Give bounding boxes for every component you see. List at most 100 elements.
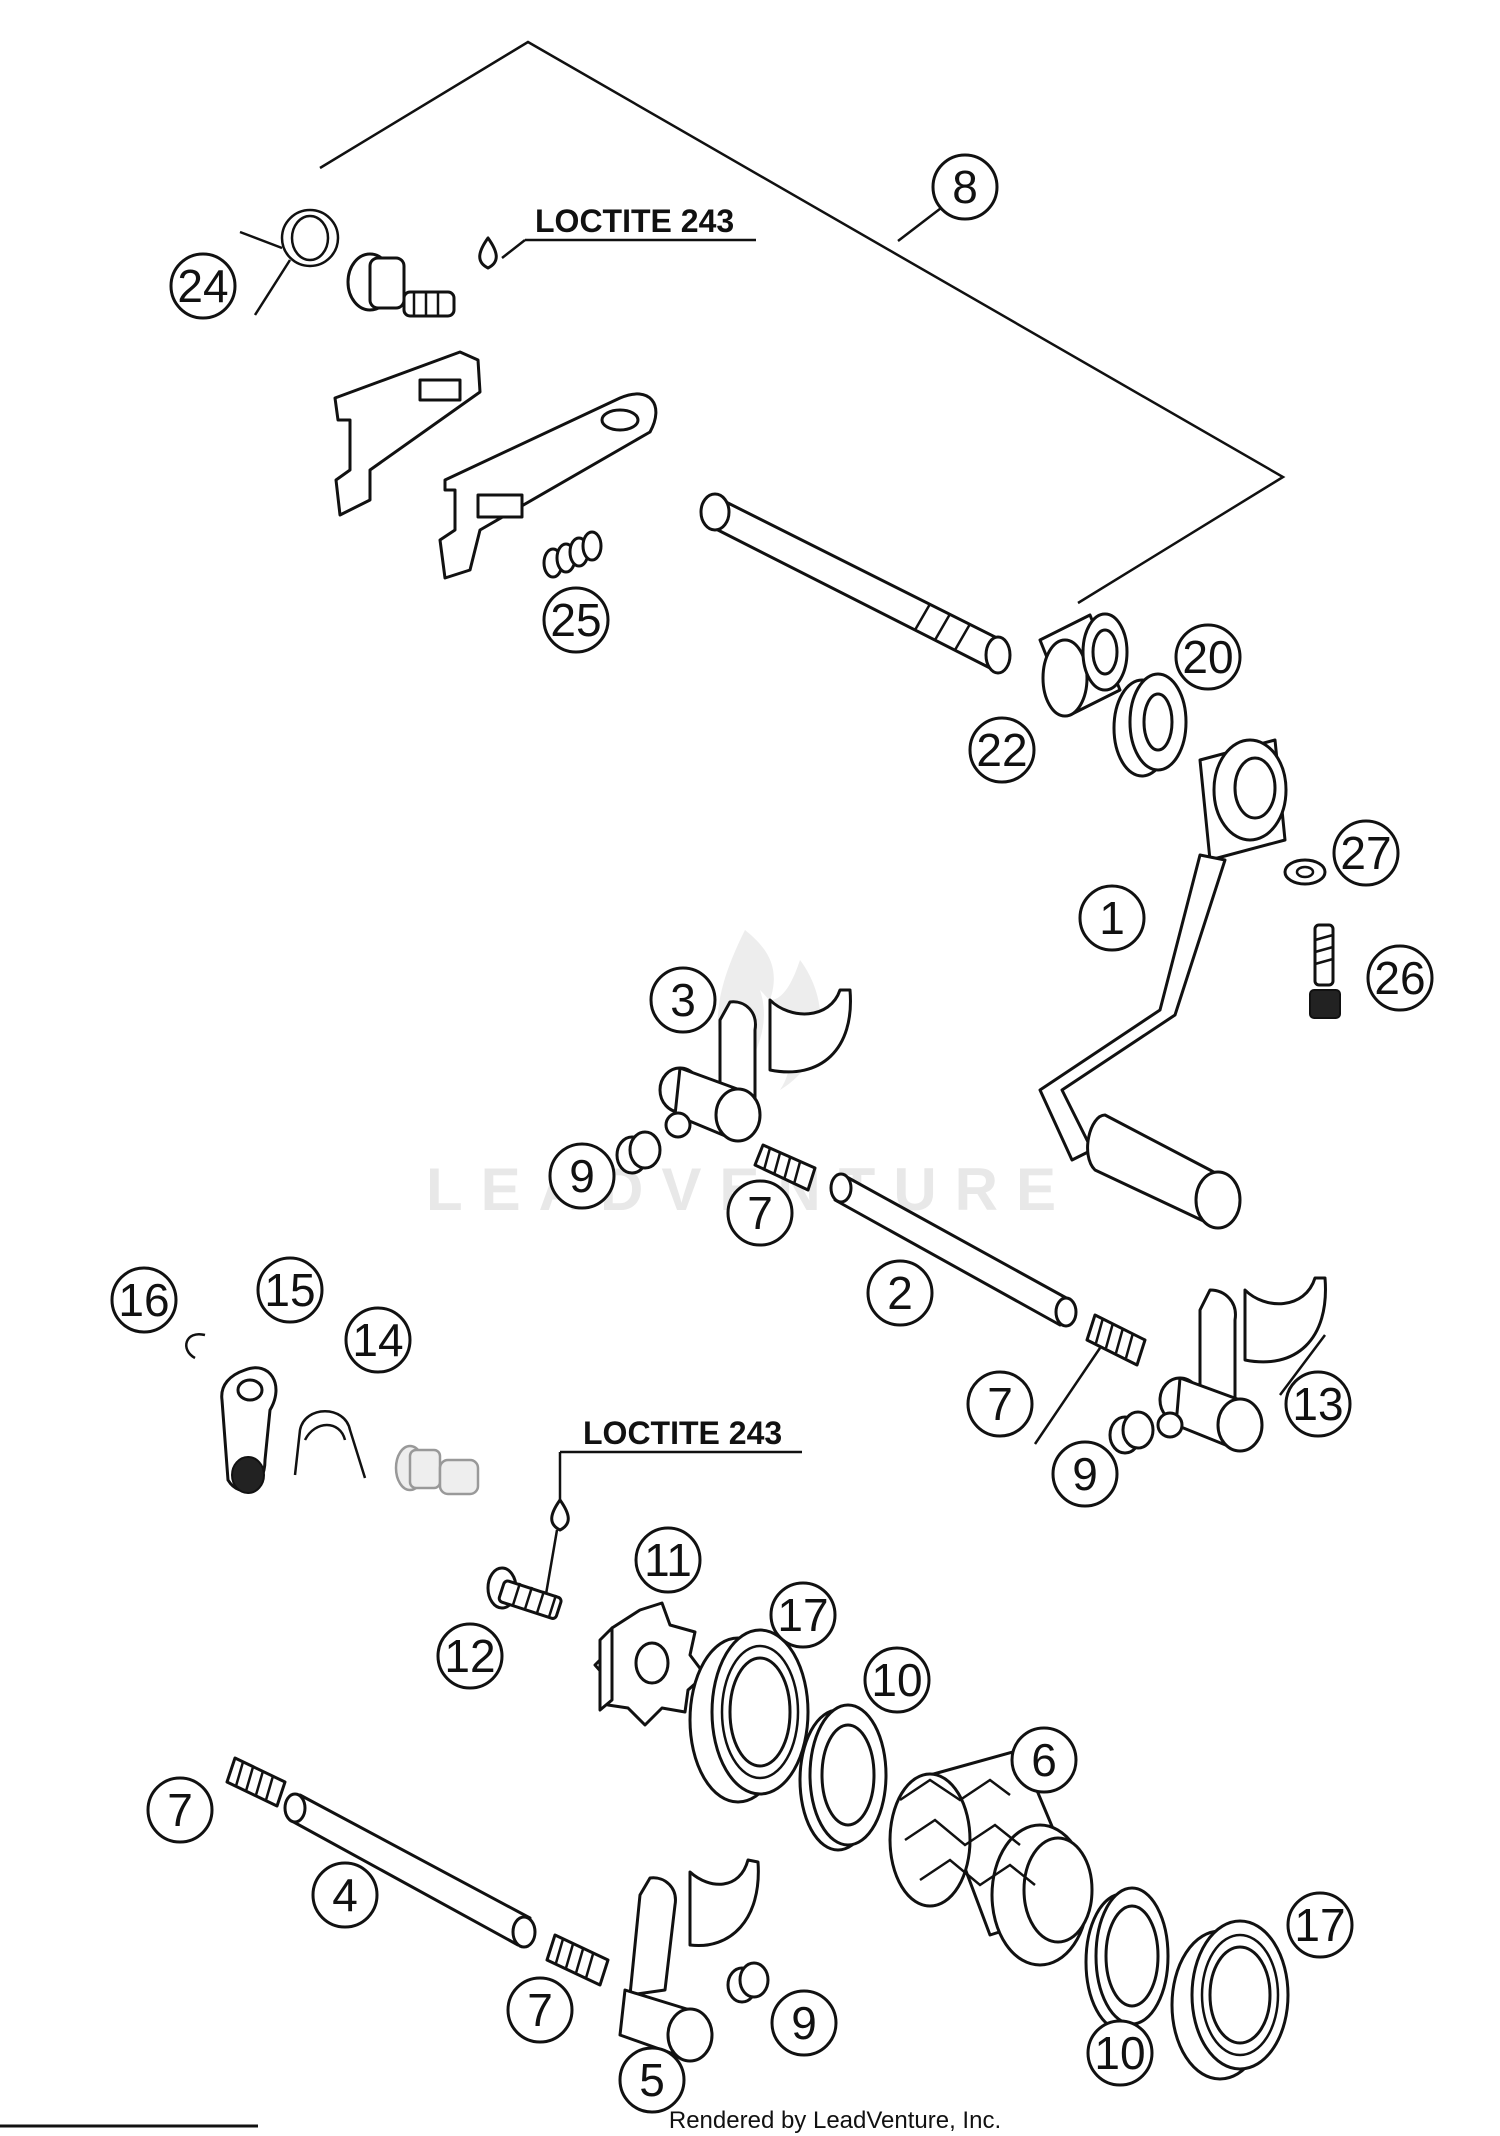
callout-c26: 26 — [1366, 944, 1434, 1012]
shift-plate-rear — [333, 350, 482, 517]
callout-c10b: 10 — [1086, 2019, 1154, 2087]
callout-c12: 12 — [436, 1622, 504, 1690]
callout-number: 7 — [987, 1378, 1013, 1430]
roller-right-part — [1108, 1410, 1155, 1455]
spring-mid-part — [1085, 1313, 1147, 1367]
callout-circle — [169, 252, 237, 320]
thrust-washer-upper-part — [798, 1703, 888, 1852]
spring-lower-part — [545, 1933, 610, 1987]
callout-circle — [110, 1266, 178, 1334]
shift-fork-upper-part — [658, 988, 852, 1143]
callout-c25: 25 — [542, 586, 610, 654]
fork-shaft-lower-part — [283, 1792, 537, 1949]
callout-number: 24 — [177, 260, 228, 312]
callout-c20: 20 — [1174, 623, 1242, 691]
callout-circle — [770, 1989, 838, 2057]
callout-number: 7 — [527, 1984, 553, 2036]
callout-circle — [634, 1526, 702, 1594]
thrust-washer-lower-part — [1084, 1886, 1170, 2032]
callout-number: 13 — [1292, 1378, 1343, 1430]
callout-number: 9 — [1072, 1448, 1098, 1500]
spring-clip-part — [239, 208, 340, 316]
callout-circle — [256, 1256, 324, 1324]
callout-circle — [1051, 1440, 1119, 1508]
callout-circle — [966, 1370, 1034, 1438]
callout-labels: 8 24 25 22 20 27 1 26 3 9 7 2 16 15 14 7 13 9 11 12 17 10 6 7 4 7… — [110, 153, 1434, 2114]
screw-part — [1309, 923, 1341, 1019]
callout-c3: 3 — [649, 966, 717, 1034]
callout-circle — [863, 1646, 931, 1714]
callout-c8: 8 — [931, 153, 999, 221]
callout-number: 12 — [444, 1630, 495, 1682]
callout-circle — [1332, 819, 1400, 887]
callout-c13: 13 — [1284, 1370, 1352, 1438]
callout-c2: 2 — [866, 1259, 934, 1327]
callout-number: 17 — [1294, 1899, 1345, 1951]
pivot-bolt-ghost-part — [394, 1444, 480, 1496]
callout-number: 7 — [747, 1187, 773, 1239]
callout-number: 3 — [670, 974, 696, 1026]
ball-bearing-lower-part — [1170, 1919, 1290, 2081]
detent-bolt-part — [346, 252, 456, 318]
callout-number: 9 — [569, 1150, 595, 1202]
callout-number: 2 — [887, 1267, 913, 1319]
callout-c16: 16 — [110, 1266, 178, 1334]
shift-fork-lower-part — [618, 1858, 760, 2063]
loctite-note-bottom: LOCTITE 243 — [583, 1415, 782, 1451]
callout-circle — [146, 1776, 214, 1844]
callout-circle — [1078, 884, 1146, 952]
shift-fork-right-part — [1156, 1276, 1327, 1453]
shift-plate-front — [438, 392, 658, 580]
callout-circle — [1366, 944, 1434, 1012]
callout-c9a: 9 — [548, 1142, 616, 1210]
callout-number: 14 — [352, 1314, 403, 1366]
callout-number: 26 — [1374, 952, 1425, 1004]
callout-number: 9 — [791, 1997, 817, 2049]
callout-c4: 4 — [311, 1861, 379, 1929]
callout-c9c: 9 — [770, 1989, 838, 2057]
callout-circle — [1286, 1891, 1354, 1959]
callout-circle — [968, 716, 1036, 784]
callout-number: 15 — [264, 1264, 315, 1316]
callout-circle — [649, 966, 717, 1034]
callout-circle — [1086, 2019, 1154, 2087]
callout-c6: 6 — [1010, 1726, 1078, 1794]
callout-c10a: 10 — [863, 1646, 931, 1714]
callout-number: 1 — [1099, 892, 1125, 944]
callout-circle — [542, 586, 610, 654]
callout-number: 25 — [550, 594, 601, 646]
callout-circle — [1174, 623, 1242, 691]
torsion-spring-part — [293, 1410, 367, 1479]
callout-c11: 11 — [634, 1526, 702, 1594]
assembly-bracket-8 — [319, 40, 1286, 605]
callout-circle — [931, 153, 999, 221]
callout-number: 16 — [118, 1274, 169, 1326]
shift-lever-part — [1038, 738, 1288, 1230]
callout-c14: 14 — [344, 1306, 412, 1374]
callout-circle — [311, 1861, 379, 1929]
callout-number: 22 — [976, 724, 1027, 776]
star-detent-part — [593, 1601, 707, 1727]
callout-c5: 5 — [618, 2046, 686, 2114]
callout-circle — [344, 1306, 412, 1374]
loctite-note-top: LOCTITE 243 — [535, 203, 734, 239]
callout-c27: 27 — [1332, 819, 1400, 887]
spring-upper-part — [753, 1143, 817, 1192]
callout-number: 7 — [167, 1784, 193, 1836]
circlip-part — [185, 1332, 206, 1360]
fork-shaft-upper-part — [829, 1172, 1078, 1328]
callout-number: 6 — [1031, 1734, 1057, 1786]
callout-number: 4 — [332, 1869, 358, 1921]
lock-washer-part — [1283, 858, 1327, 886]
callout-c9b: 9 — [1051, 1440, 1119, 1508]
callout-circle — [618, 2046, 686, 2114]
callout-number: 20 — [1182, 631, 1233, 683]
callout-number: 27 — [1340, 827, 1391, 879]
callout-circle — [548, 1142, 616, 1210]
callout-circle — [506, 1976, 574, 2044]
callout-c7d: 7 — [506, 1976, 574, 2044]
leader-lines — [1033, 1334, 1326, 1445]
callout-circle — [866, 1259, 934, 1327]
callout-c17b: 17 — [1286, 1891, 1354, 1959]
